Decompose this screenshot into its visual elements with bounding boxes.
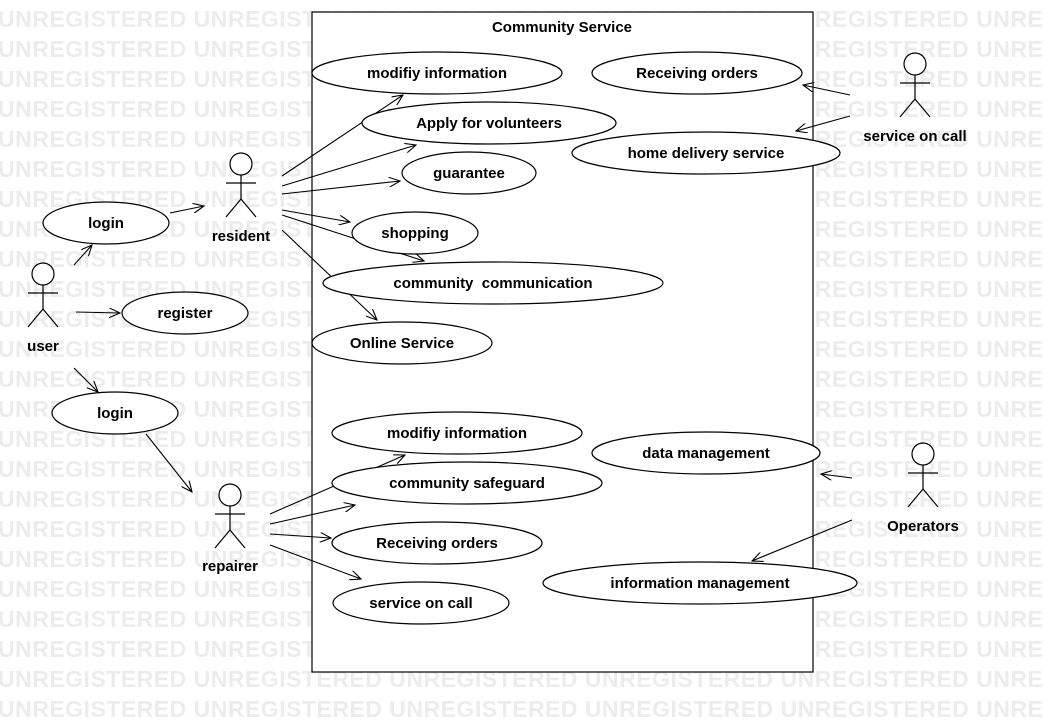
- use-case-register: register: [121, 291, 249, 335]
- system-title: Community Service: [492, 19, 632, 36]
- actor-service-on-call: service on call: [863, 52, 967, 145]
- use-case-modify-information-1-label: modifiy information: [367, 65, 507, 82]
- use-case-community-safeguard-label: community safeguard: [389, 475, 545, 492]
- use-case-apply-for-volunteers-label: Apply for volunteers: [416, 115, 562, 132]
- use-case-receiving-orders-2: Receiving orders: [331, 521, 543, 565]
- use-case-modify-information-2-label: modifiy information: [387, 425, 527, 442]
- use-case-modify-information-1: modifiy information: [311, 51, 563, 95]
- use-case-online-service-label: Online Service: [350, 335, 454, 352]
- actor-user-label: user: [27, 338, 59, 355]
- use-case-online-service: Online Service: [311, 321, 493, 365]
- use-case-home-delivery-service-label: home delivery service: [628, 145, 785, 162]
- use-case-receiving-orders-2-label: Receiving orders: [376, 535, 498, 552]
- actor-resident-figure: [225, 152, 257, 218]
- actor-resident-label: resident: [212, 228, 270, 245]
- use-case-guarantee-label: guarantee: [433, 165, 505, 182]
- use-case-guarantee: guarantee: [401, 151, 537, 195]
- use-case-receiving-orders-1: Receiving orders: [591, 51, 803, 95]
- actor-operators-figure: [907, 442, 939, 508]
- actor-repairer: repairer: [202, 483, 258, 575]
- actor-service-on-call-figure: [899, 52, 931, 118]
- use-case-modify-information-2: modifiy information: [331, 411, 583, 455]
- actor-service-on-call-label: service on call: [863, 128, 966, 145]
- use-case-receiving-orders-1-label: Receiving orders: [636, 65, 758, 82]
- use-case-register-label: register: [157, 305, 212, 322]
- use-case-community-communication-label: community communication: [393, 275, 592, 292]
- use-case-information-management: information management: [542, 561, 858, 605]
- actor-repairer-figure: [214, 483, 246, 549]
- actor-user: user: [27, 262, 59, 355]
- use-case-data-management-label: data management: [642, 445, 770, 462]
- use-case-community-safeguard: community safeguard: [331, 461, 603, 505]
- use-case-service-on-call-label: service on call: [369, 595, 472, 612]
- use-case-service-on-call: service on call: [332, 581, 510, 625]
- use-case-login-repairer: login: [51, 391, 179, 435]
- actor-user-figure: [27, 262, 59, 328]
- actor-resident: resident: [212, 152, 270, 245]
- use-case-apply-for-volunteers: Apply for volunteers: [361, 101, 617, 145]
- use-case-login-resident: login: [42, 201, 170, 245]
- use-case-login-repairer-label: login: [97, 405, 133, 422]
- use-case-home-delivery-service: home delivery service: [571, 131, 841, 175]
- actor-repairer-label: repairer: [202, 558, 258, 575]
- actor-operators: Operators: [887, 442, 959, 535]
- use-case-shopping-label: shopping: [381, 225, 449, 242]
- actor-operators-label: Operators: [887, 518, 959, 535]
- use-case-shopping: shopping: [351, 211, 479, 255]
- use-case-data-management: data management: [591, 431, 821, 475]
- use-case-information-management-label: information management: [610, 575, 789, 592]
- use-case-community-communication: community communication: [322, 261, 664, 305]
- use-case-login-resident-label: login: [88, 215, 124, 232]
